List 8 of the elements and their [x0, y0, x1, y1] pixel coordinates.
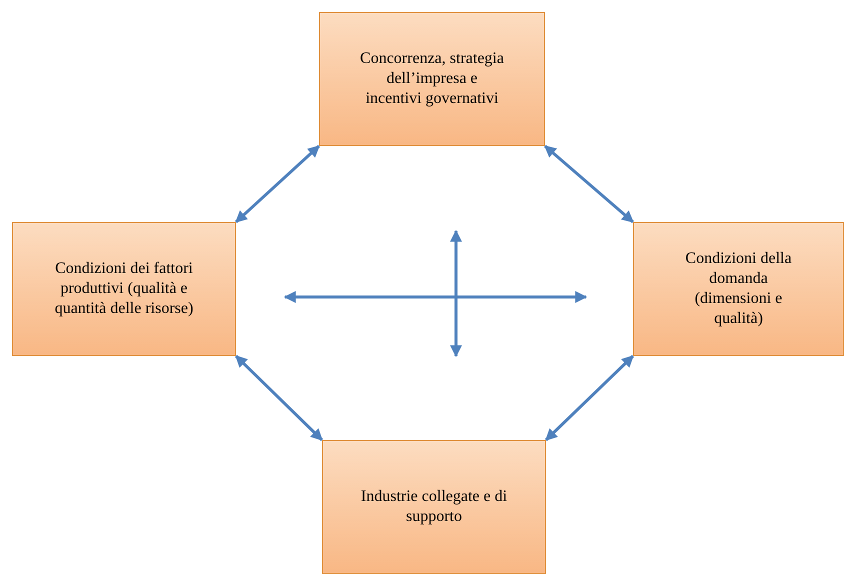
double-arrow [544, 354, 634, 442]
factor-box: Concorrenza, strategia dell’impresa e incentivi governativi [319, 12, 545, 146]
factor-box: Condizioni della domanda (dimensioni e qualità) [633, 222, 844, 356]
double-arrow [234, 354, 324, 442]
factor-box: Condizioni dei fattori produttivi (qualità e quantità delle risorse) [12, 222, 236, 356]
factor-box: Industrie collegate e di supporto [322, 440, 546, 574]
double-arrow [234, 144, 320, 224]
double-arrow [544, 144, 634, 224]
